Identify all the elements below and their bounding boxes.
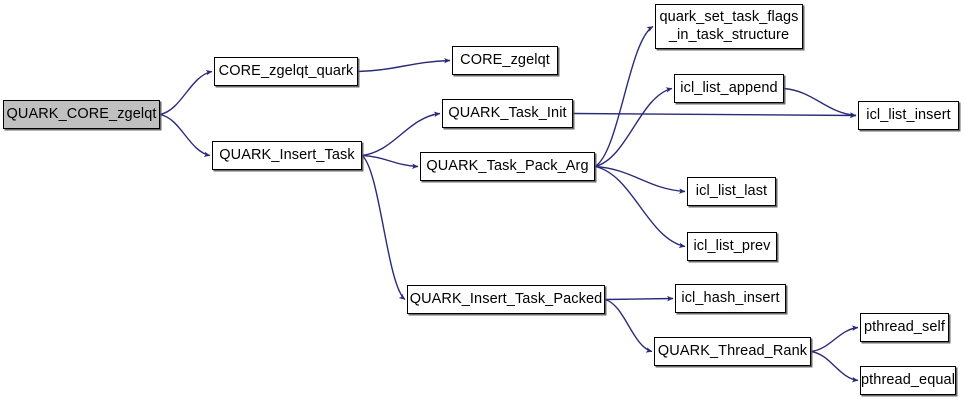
graph-edge-quark_insert_task-to-quark_insert_task_packed <box>361 154 406 301</box>
graph-edge-quark_insert_task-to-quark_task_pack_arg <box>361 154 419 169</box>
graph-node-label: CORE_zgelqt_quark <box>218 62 354 79</box>
graph-node-label: icl_list_insert <box>866 106 951 123</box>
graph-edge-quark_task_pack_arg-to-icl_list_prev <box>594 165 686 248</box>
graph-node-label: pthread_self <box>864 318 946 335</box>
graph-edge-quark_task_pack_arg-to-icl_list_append <box>594 87 673 168</box>
graph-node-label: icl_list_append <box>680 79 778 96</box>
graph-node-icl_list_insert[interactable]: icl_list_insert <box>858 101 959 130</box>
graph-node-label: QUARK_Task_Pack_Arg <box>426 157 589 174</box>
graph-edge-quark_thread_rank-to-pthread_equal <box>810 350 859 383</box>
graph-node-label: QUARK_CORE_zgelqt <box>6 105 157 122</box>
graph-node-pthread_self[interactable]: pthread_self <box>860 313 949 342</box>
graph-node-label: QUARK_Insert_Task_Packed <box>409 290 603 307</box>
graph-edge-quark_insert_task_packed-to-quark_thread_rank <box>604 298 653 353</box>
graph-node-label: QUARK_Thread_Rank <box>657 342 808 359</box>
graph-node-label: QUARK_Task_Init <box>448 104 567 121</box>
graph-node-icl_list_prev[interactable]: icl_list_prev <box>687 232 777 261</box>
graph-edge-quark_insert_task_packed-to-icl_hash_insert <box>604 295 674 302</box>
graph-node-label: icl_hash_insert <box>681 289 780 306</box>
graph-node-quark_task_pack_arg[interactable]: QUARK_Task_Pack_Arg <box>420 152 595 181</box>
graph-node-icl_hash_insert[interactable]: icl_hash_insert <box>675 284 786 313</box>
graph-node-quark_insert_task[interactable]: QUARK_Insert_Task <box>212 141 362 170</box>
graph-edge-core_zgelqt_quark-to-core_zgelqt <box>357 57 451 73</box>
graph-edge-icl_list_append-to-icl_list_insert <box>783 87 857 118</box>
graph-node-label: CORE_zgelqt <box>460 51 550 68</box>
graph-node-quark_core_zgelqt: QUARK_CORE_zgelqt <box>3 100 160 129</box>
graph-edge-quark_task_pack_arg-to-quark_set_task_flags <box>594 25 654 168</box>
graph-node-label: icl_list_last <box>695 182 768 199</box>
graph-node-quark_task_init[interactable]: QUARK_Task_Init <box>442 99 573 128</box>
graph-node-label: QUARK_Insert_Task <box>219 146 355 163</box>
graph-node-core_zgelqt_quark[interactable]: CORE_zgelqt_quark <box>214 57 358 86</box>
graph-edge-quark_insert_task-to-quark_task_init <box>361 111 441 157</box>
graph-node-pthread_equal[interactable]: pthread_equal <box>860 366 956 395</box>
graph-edge-quark_task_init-to-icl_list_insert <box>572 112 857 119</box>
graph-node-icl_list_append[interactable]: icl_list_append <box>674 74 784 103</box>
graph-node-quark_thread_rank[interactable]: QUARK_Thread_Rank <box>654 337 811 366</box>
graph-node-label: pthread_equal <box>861 371 956 388</box>
graph-edge-quark_thread_rank-to-pthread_self <box>810 325 859 353</box>
graph-node-label: quark_set_task_flags _in_task_structure <box>659 9 799 43</box>
graph-node-icl_list_last[interactable]: icl_list_last <box>687 177 776 206</box>
graph-node-label: icl_list_prev <box>693 237 771 254</box>
graph-node-core_zgelqt[interactable]: CORE_zgelqt <box>452 46 558 75</box>
graph-edge-quark_task_pack_arg-to-icl_list_last <box>594 165 686 194</box>
graph-node-quark_insert_task_packed[interactable]: QUARK_Insert_Task_Packed <box>407 285 605 314</box>
graph-edge-quark_core_zgelqt-to-core_zgelqt_quark <box>159 69 213 116</box>
graph-edge-quark_core_zgelqt-to-quark_insert_task <box>159 113 211 158</box>
graph-node-quark_set_task_flags[interactable]: quark_set_task_flags _in_task_structure <box>655 4 803 49</box>
